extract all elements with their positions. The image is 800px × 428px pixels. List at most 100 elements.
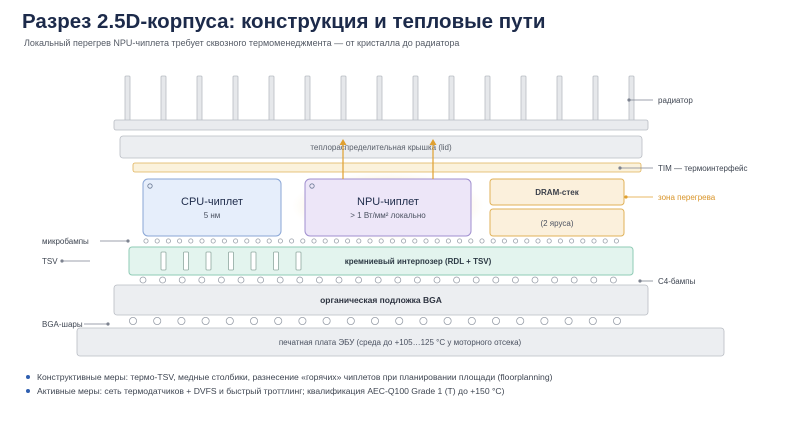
c4-bump: [276, 276, 284, 284]
bullet-dot-icon: [26, 375, 30, 379]
callout-dot-icon: [627, 98, 631, 102]
callout-dot-icon: [106, 322, 110, 326]
callout-tsv: TSV: [42, 257, 58, 266]
bullet-dot-icon: [26, 389, 30, 393]
substrate-layer: [113, 284, 649, 316]
bga-ball: [128, 316, 137, 325]
tsv-via: [205, 251, 212, 271]
radiator-fin: [124, 75, 131, 122]
bga-ball: [249, 316, 258, 325]
c4-bump: [237, 276, 245, 284]
c4-bump: [433, 276, 441, 284]
bga-ball: [225, 316, 234, 325]
callout-dot-icon: [624, 195, 628, 199]
radiator-fin: [592, 75, 599, 122]
substrate-label: органическая подложка BGA: [320, 295, 442, 305]
interposer-label: кремниевый интерпозер (RDL + TSV): [345, 257, 492, 266]
c4-bump: [570, 276, 578, 284]
microbump: [445, 238, 451, 244]
radiator-fin: [520, 75, 527, 122]
microbump: [457, 238, 463, 244]
tsv-via: [183, 251, 189, 271]
note-text: Активные меры: сеть термодатчиков + DVFS…: [37, 386, 505, 396]
lid-label: теплораспределительная крышка (lid): [310, 143, 452, 152]
radiator-fin: [340, 75, 347, 122]
microbump: [322, 238, 328, 244]
microbump: [266, 238, 272, 244]
microbump: [479, 238, 485, 244]
microbump: [524, 238, 530, 244]
radiator-fin: [196, 75, 203, 122]
bga-ball-row: [128, 316, 622, 325]
pin1-marker-icon: [309, 183, 315, 189]
tsv-via: [160, 251, 167, 271]
microbump: [468, 238, 474, 244]
c4-bump: [453, 276, 461, 284]
bga-ball: [467, 316, 476, 325]
c4-bump: [531, 276, 539, 284]
radiator-fin: [484, 75, 491, 122]
bga-ball: [153, 316, 162, 325]
c4-bump: [296, 276, 304, 284]
radiator-fin: [268, 75, 275, 122]
npu-chiplet: [304, 178, 472, 237]
bga-ball: [540, 316, 549, 325]
microbump: [434, 238, 440, 244]
microbump: [188, 238, 194, 244]
cpu-node: 5 нм: [204, 211, 221, 220]
bga-ball: [177, 316, 186, 325]
npu-title: NPU-чиплет: [357, 196, 419, 208]
radiator-fin: [160, 75, 167, 122]
microbump: [143, 238, 149, 244]
microbump: [513, 238, 519, 244]
microbump: [199, 238, 205, 244]
bga-ball: [274, 316, 283, 325]
microbump: [277, 238, 283, 244]
c4-bump: [257, 276, 265, 284]
notes-list: Конструктивные меры: термо-TSV, медные с…: [26, 371, 552, 399]
microbump: [569, 238, 575, 244]
callout-c4: C4-бампы: [658, 277, 696, 286]
microbump: [233, 238, 239, 244]
radiator-fin: [628, 75, 635, 122]
c4-bump: [590, 276, 598, 284]
tsv-via: [228, 251, 234, 271]
callout-dot-icon: [618, 166, 622, 170]
microbump: [602, 238, 608, 244]
callout-dot-icon: [126, 239, 130, 243]
c4-bump: [551, 276, 558, 284]
c4-bump: [394, 276, 402, 284]
microbump: [300, 238, 306, 244]
c4-bump: [159, 276, 167, 284]
bga-ball: [298, 316, 307, 325]
bga-ball: [346, 316, 355, 325]
microbump: [356, 238, 362, 244]
tim-layer: [132, 162, 642, 173]
c4-bump: [413, 276, 421, 284]
c4-bump-row: [139, 276, 617, 284]
microbump: [165, 238, 171, 244]
microbump: [423, 238, 429, 244]
radiator-fin: [556, 75, 563, 122]
callout-microbumps: микробампы: [42, 237, 89, 246]
heat-arrow-head-icon: [429, 139, 437, 145]
note-text: Конструктивные меры: термо-TSV, медные с…: [37, 372, 553, 382]
c4-bump: [355, 276, 363, 284]
bga-ball: [564, 316, 573, 325]
bga-ball: [370, 316, 379, 325]
tsv-via: [250, 251, 257, 271]
npu-power-density: > 1 Вт/мм² локально: [350, 211, 426, 220]
microbump: [289, 238, 295, 244]
microbump: [591, 238, 597, 244]
bga-ball: [322, 316, 331, 325]
bga-ball: [588, 316, 597, 325]
tsv-via: [273, 251, 279, 271]
tsv-row: [160, 251, 302, 271]
c4-bump: [374, 276, 382, 284]
microbump-row: [143, 238, 619, 244]
bga-ball: [443, 316, 452, 325]
bga-ball: [395, 316, 404, 325]
c4-bump: [335, 276, 343, 284]
note-item: Конструктивные меры: термо-TSV, медные с…: [26, 371, 552, 385]
